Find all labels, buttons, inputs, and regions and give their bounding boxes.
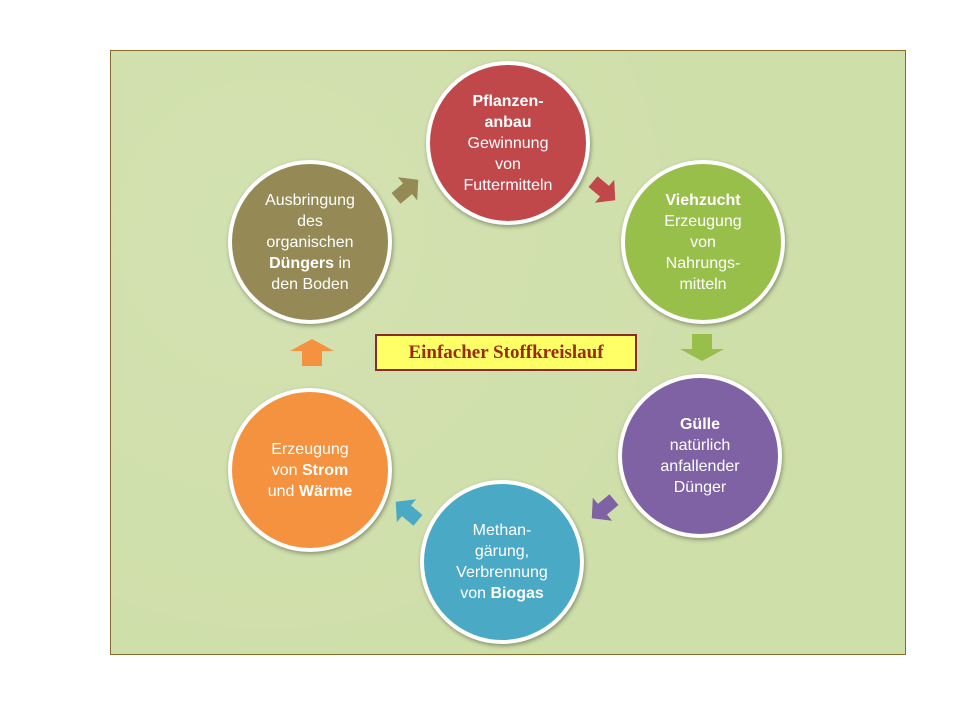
node-biogas-text-1: Methan- [472, 522, 532, 539]
node-strom-text-1: Erzeugung [271, 440, 349, 458]
node-biogas-text-4a: von [460, 585, 491, 602]
node-duenger-text-3: organischen [266, 233, 354, 251]
node-biogas: Methan- gärung, Verbrennung von Biogas [420, 480, 584, 644]
node-guelle-text-3: Dünger [673, 479, 727, 496]
node-viehzucht: Viehzucht Erzeugung von Nahrungs- mittel… [621, 160, 785, 324]
arrow-strom-to-duenger [290, 339, 334, 366]
node-pflanzenanbau-title-1: Pflanzen- [472, 92, 544, 110]
node-pflanzenanbau-text-3: Futtermitteln [463, 176, 553, 194]
node-guelle: Gülle natürlich anfallender Dünger [618, 374, 782, 538]
node-pflanzenanbau-title-2: anbau [484, 113, 532, 131]
node-strom-text-3a: und [267, 482, 299, 500]
node-guelle-text-2: anfallender [660, 458, 740, 475]
node-viehzucht-text-2: von [690, 233, 716, 251]
node-strom-text-2a: von [271, 461, 302, 479]
node-viehzucht-title: Viehzucht [665, 191, 741, 209]
node-duenger-text-1: Ausbringung [265, 191, 355, 209]
arrow-pflanzenanbau-to-viehzucht [588, 176, 616, 203]
node-viehzucht-text-3: Nahrungs- [665, 254, 741, 272]
node-strom-text-2: von Strom [272, 460, 348, 481]
node-duenger-keyword: Düngers [269, 254, 334, 272]
node-viehzucht-text-1: Erzeugung [664, 212, 742, 230]
node-duenger-text-2: des [297, 212, 323, 230]
node-biogas-keyword: Biogas [490, 585, 544, 602]
arrow-viehzucht-to-guelle [680, 334, 724, 361]
node-viehzucht-text-4: mitteln [679, 275, 727, 293]
node-pflanzenanbau-text-1: Gewinnung [467, 134, 549, 152]
node-duenger-text-5: den Boden [271, 275, 349, 293]
arrow-duenger-to-pflanzenanbau [391, 177, 419, 204]
node-guelle-text-1: natürlich [669, 437, 731, 454]
arrow-guelle-to-biogas [591, 494, 619, 521]
node-strom-keyword-strom: Strom [302, 461, 349, 479]
node-strom: Erzeugung von Strom und Wärme [228, 388, 392, 552]
node-duenger-text-4: Düngers in [269, 253, 351, 274]
node-strom-text-3: und Wärme [268, 481, 353, 502]
diagram-title: Einfacher Stoffkreislauf [375, 334, 637, 371]
node-pflanzenanbau-text-2: von [495, 155, 521, 173]
node-guelle-title: Gülle [679, 416, 720, 433]
node-duenger: Ausbringung des organischen Düngers in d… [228, 160, 392, 324]
node-biogas-text-2: gärung, [474, 543, 530, 560]
arrow-biogas-to-strom [395, 499, 423, 526]
node-pflanzenanbau: Pflanzen- anbau Gewinnung von Futtermitt… [426, 61, 590, 225]
node-duenger-text-4b: in [334, 254, 351, 272]
node-strom-keyword-waerme: Wärme [298, 482, 353, 500]
node-biogas-text-3: Verbrennung [456, 564, 548, 581]
node-biogas-text-4: von Biogas [460, 583, 544, 604]
